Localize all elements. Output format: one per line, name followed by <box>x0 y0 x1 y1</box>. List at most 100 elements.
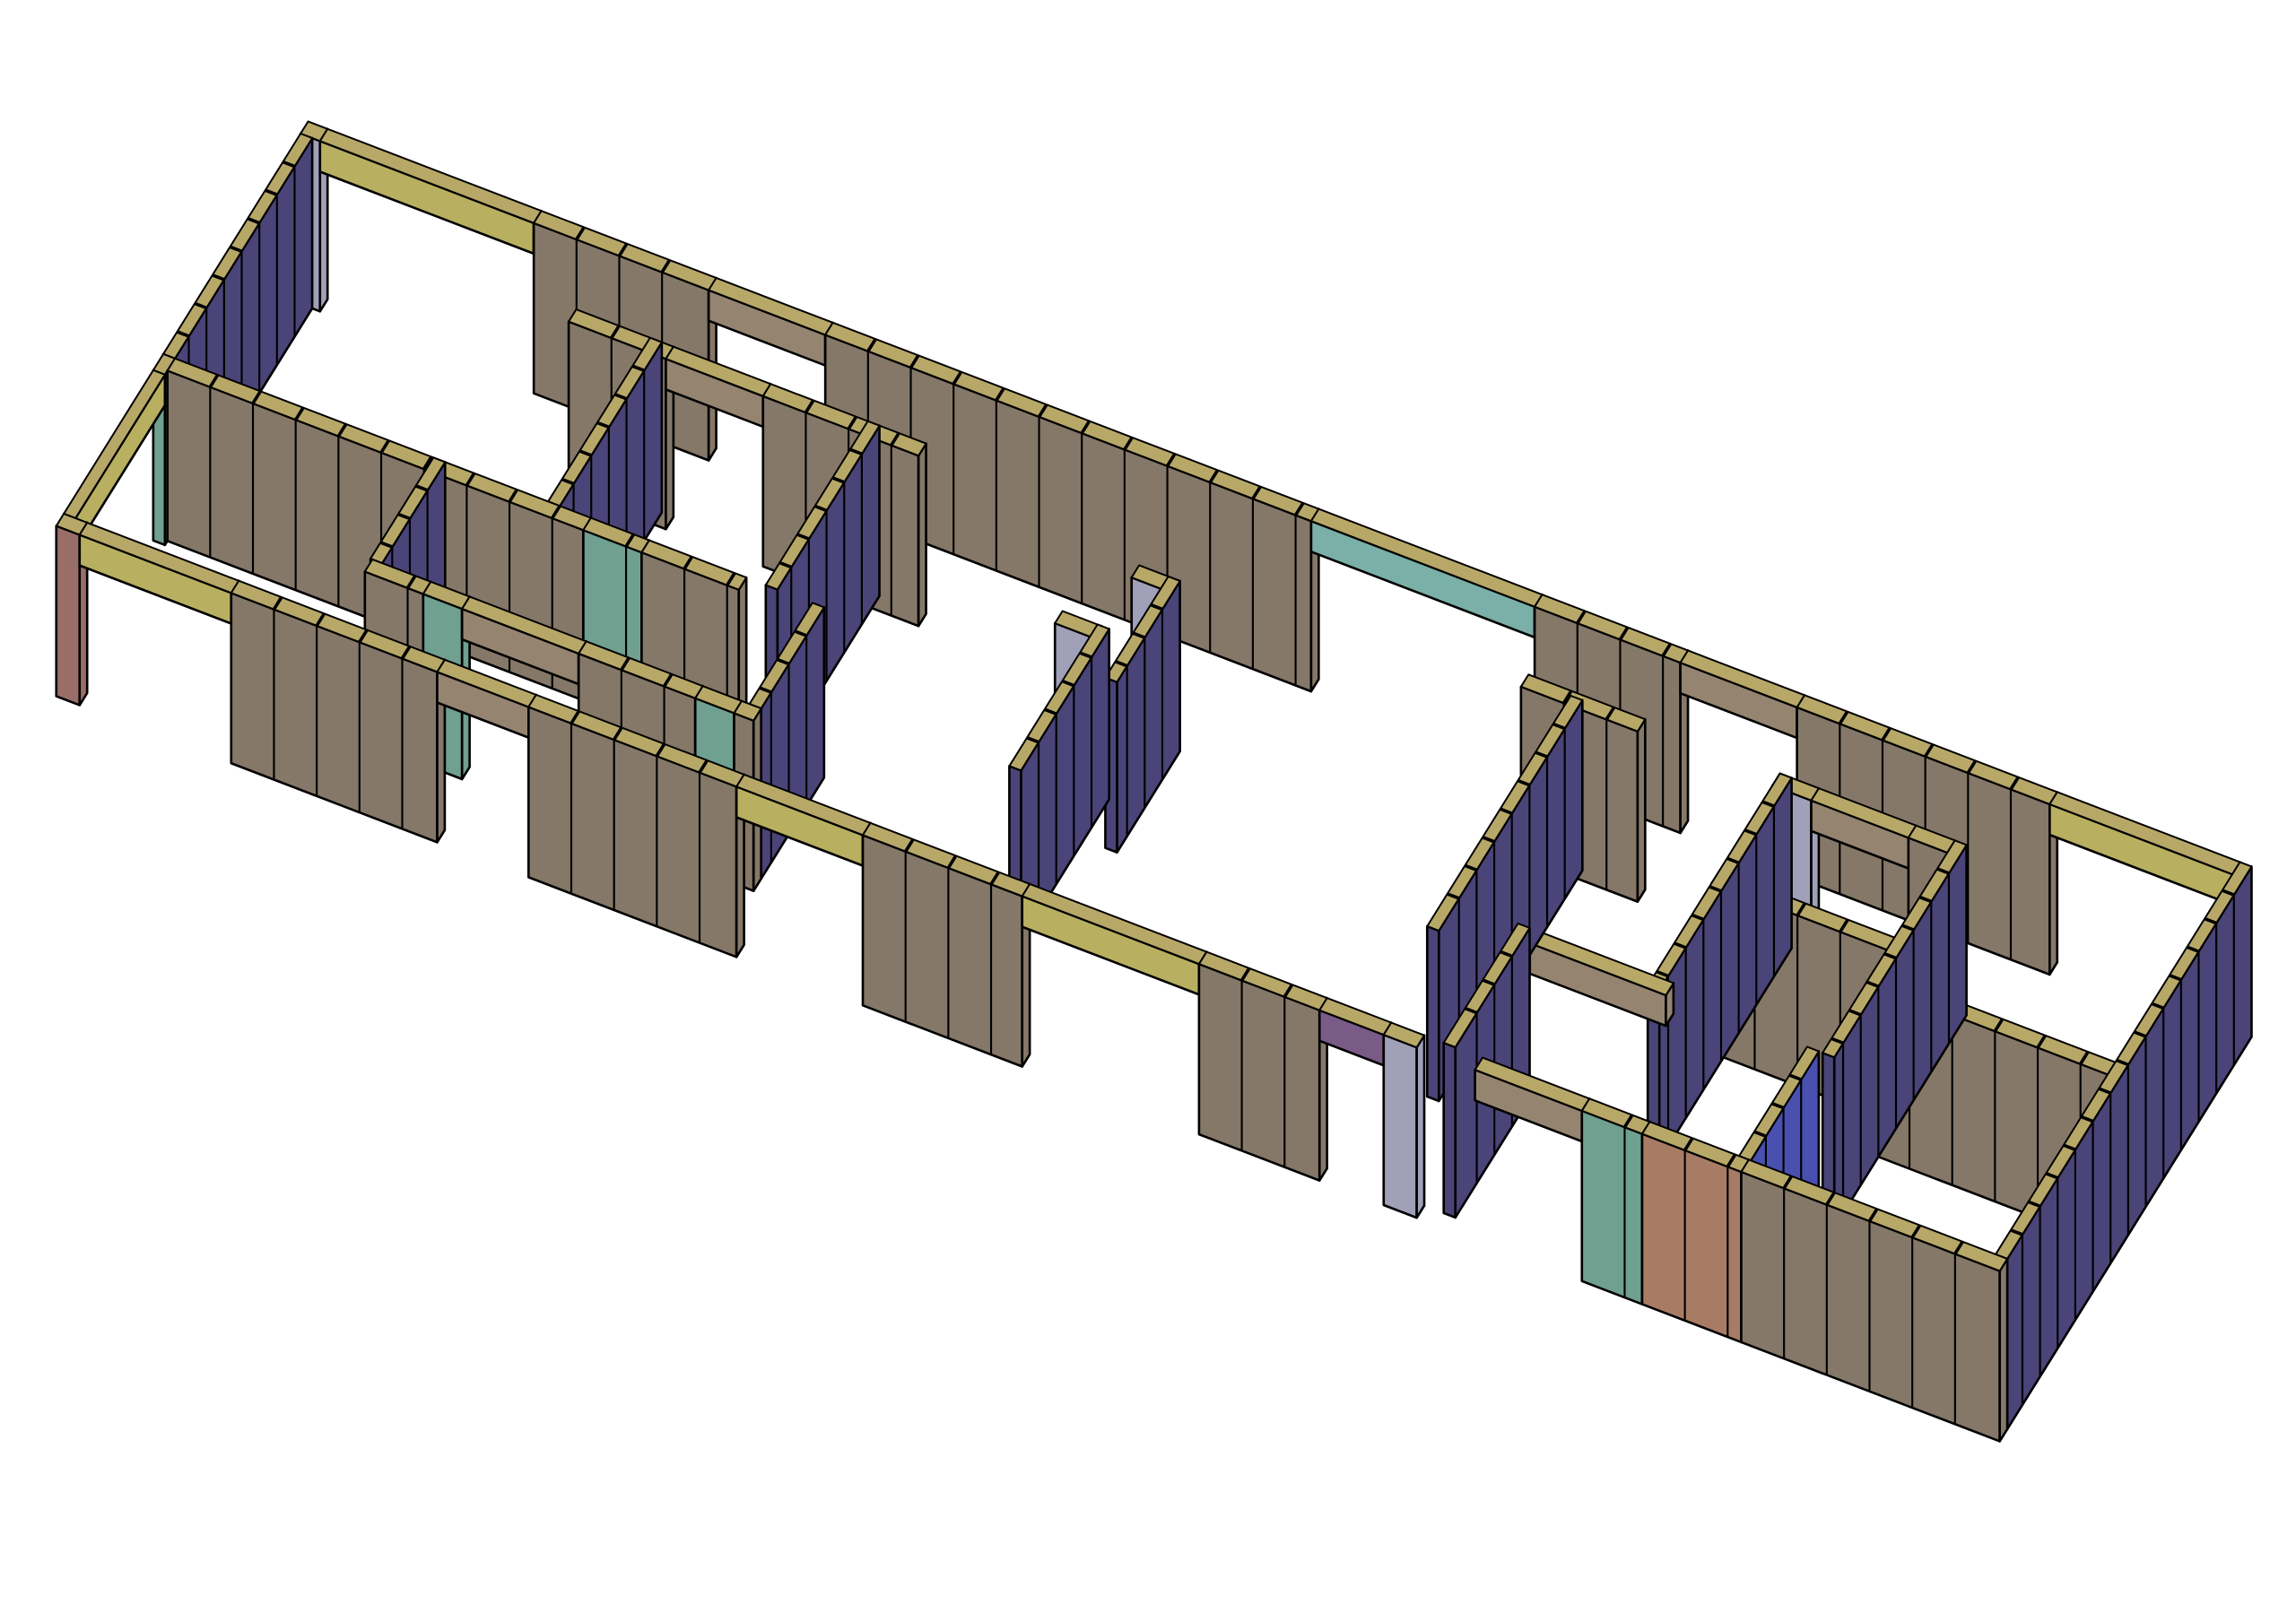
panel-joint <box>1464 1006 1478 1015</box>
panel-joint <box>995 387 1005 402</box>
panel-joint <box>660 259 672 273</box>
panel-joint <box>336 422 348 438</box>
panel-joint <box>849 447 863 455</box>
panel-joint <box>1910 1224 1922 1239</box>
panel-joint <box>952 370 963 386</box>
panel-joint <box>2133 1030 2147 1038</box>
panel-joint <box>575 226 586 240</box>
wall-panel-side <box>1636 717 1647 903</box>
panel-joint <box>631 364 645 372</box>
panel-joint <box>1770 1101 1785 1110</box>
panel-joint <box>2204 916 2217 925</box>
panel-joint <box>2063 1143 2076 1151</box>
panel-joint <box>570 710 580 724</box>
panel-joint <box>358 629 369 644</box>
panel-joint <box>1132 631 1145 639</box>
panel-joint <box>1061 679 1075 688</box>
panel-joint <box>2169 974 2182 982</box>
panel-joint <box>561 477 575 486</box>
panel-joint <box>1683 1137 1694 1151</box>
wall-panel-top <box>733 699 762 722</box>
panel-joint <box>1753 1130 1767 1138</box>
panel-joint <box>1123 436 1134 451</box>
panel-joint <box>212 273 225 282</box>
panel-joint <box>2036 1034 2048 1049</box>
panel-joint <box>1283 984 1294 998</box>
panel-joint <box>400 645 412 660</box>
wall-panel-end <box>1442 1041 1457 1219</box>
panel-joint <box>1115 659 1128 668</box>
panel-joint <box>508 489 519 503</box>
panel-joint <box>1037 403 1048 418</box>
panel-joint <box>1294 501 1305 516</box>
panel-joint <box>613 393 628 401</box>
panel-joint <box>194 301 207 310</box>
panel-joint <box>1993 1018 2005 1033</box>
panel-joint <box>1839 918 1849 933</box>
panel-joint <box>315 612 326 627</box>
panel-joint <box>759 686 772 694</box>
panel-joint <box>778 560 792 569</box>
wall-panel-end <box>1425 924 1440 1103</box>
panel-joint <box>698 759 709 774</box>
panel-joint <box>663 672 674 688</box>
wall-panel-front <box>1580 1109 1644 1305</box>
panel-joint <box>1500 950 1513 958</box>
wall-panel-top <box>1008 623 1110 772</box>
panel-joint <box>229 245 243 253</box>
panel-joint <box>794 629 807 638</box>
panel-joint <box>1208 469 1220 483</box>
panel-joint <box>1576 610 1587 624</box>
panel-joint <box>176 330 190 338</box>
wall-panel-front <box>1382 1033 1418 1219</box>
wall-panel-front <box>861 834 1024 1068</box>
panel-joint <box>1761 800 1775 808</box>
panel-joint <box>2098 1087 2111 1095</box>
panel-joint <box>1674 941 1687 950</box>
panel-joint <box>1026 736 1039 744</box>
panel-joint <box>208 374 220 388</box>
panel-joint <box>613 726 623 741</box>
panel-joint <box>796 533 810 541</box>
panel-joint <box>414 484 429 492</box>
panel-joint <box>1796 902 1807 916</box>
panel-joint <box>620 656 631 672</box>
panel-joint <box>1691 913 1704 922</box>
panel-joint <box>265 188 278 196</box>
panel-joint <box>1251 485 1262 500</box>
panel-joint <box>890 432 900 447</box>
panel-joint <box>1562 690 1573 705</box>
panel-joint <box>2116 1058 2129 1067</box>
panel-joint <box>1866 980 1879 988</box>
panel-joint <box>1605 706 1616 721</box>
panel-joint <box>1744 828 1757 837</box>
panel-joint <box>422 455 433 470</box>
panel-joint <box>1726 1153 1737 1168</box>
panel-joint <box>610 325 621 339</box>
panel-joint <box>2045 1172 2058 1180</box>
panel-joint <box>1079 651 1092 659</box>
panel-joint <box>1150 603 1163 612</box>
panel-joint <box>804 399 815 413</box>
panel-joint <box>251 390 262 404</box>
panel-joint <box>1848 1009 1862 1017</box>
panel-joint <box>397 512 411 521</box>
panel-joint <box>624 533 636 548</box>
panel-joint <box>2151 1002 2164 1010</box>
panel-joint <box>2009 776 2020 791</box>
panel-joint <box>683 555 694 570</box>
panel-joint <box>1831 1037 1844 1045</box>
wall-panel-side <box>1415 1034 1426 1219</box>
wall-panel-front <box>55 525 82 707</box>
panel-joint <box>1918 895 1932 904</box>
wall-panel-top <box>1382 1021 1426 1049</box>
panel-joint <box>813 504 828 513</box>
panel-joint <box>379 541 393 549</box>
panel-joint <box>1482 836 1495 844</box>
panel-joint <box>904 838 915 853</box>
panel-joint <box>465 472 476 487</box>
panel-joint <box>2079 1051 2090 1065</box>
panel-joint <box>831 476 845 484</box>
panel-joint <box>247 217 260 225</box>
